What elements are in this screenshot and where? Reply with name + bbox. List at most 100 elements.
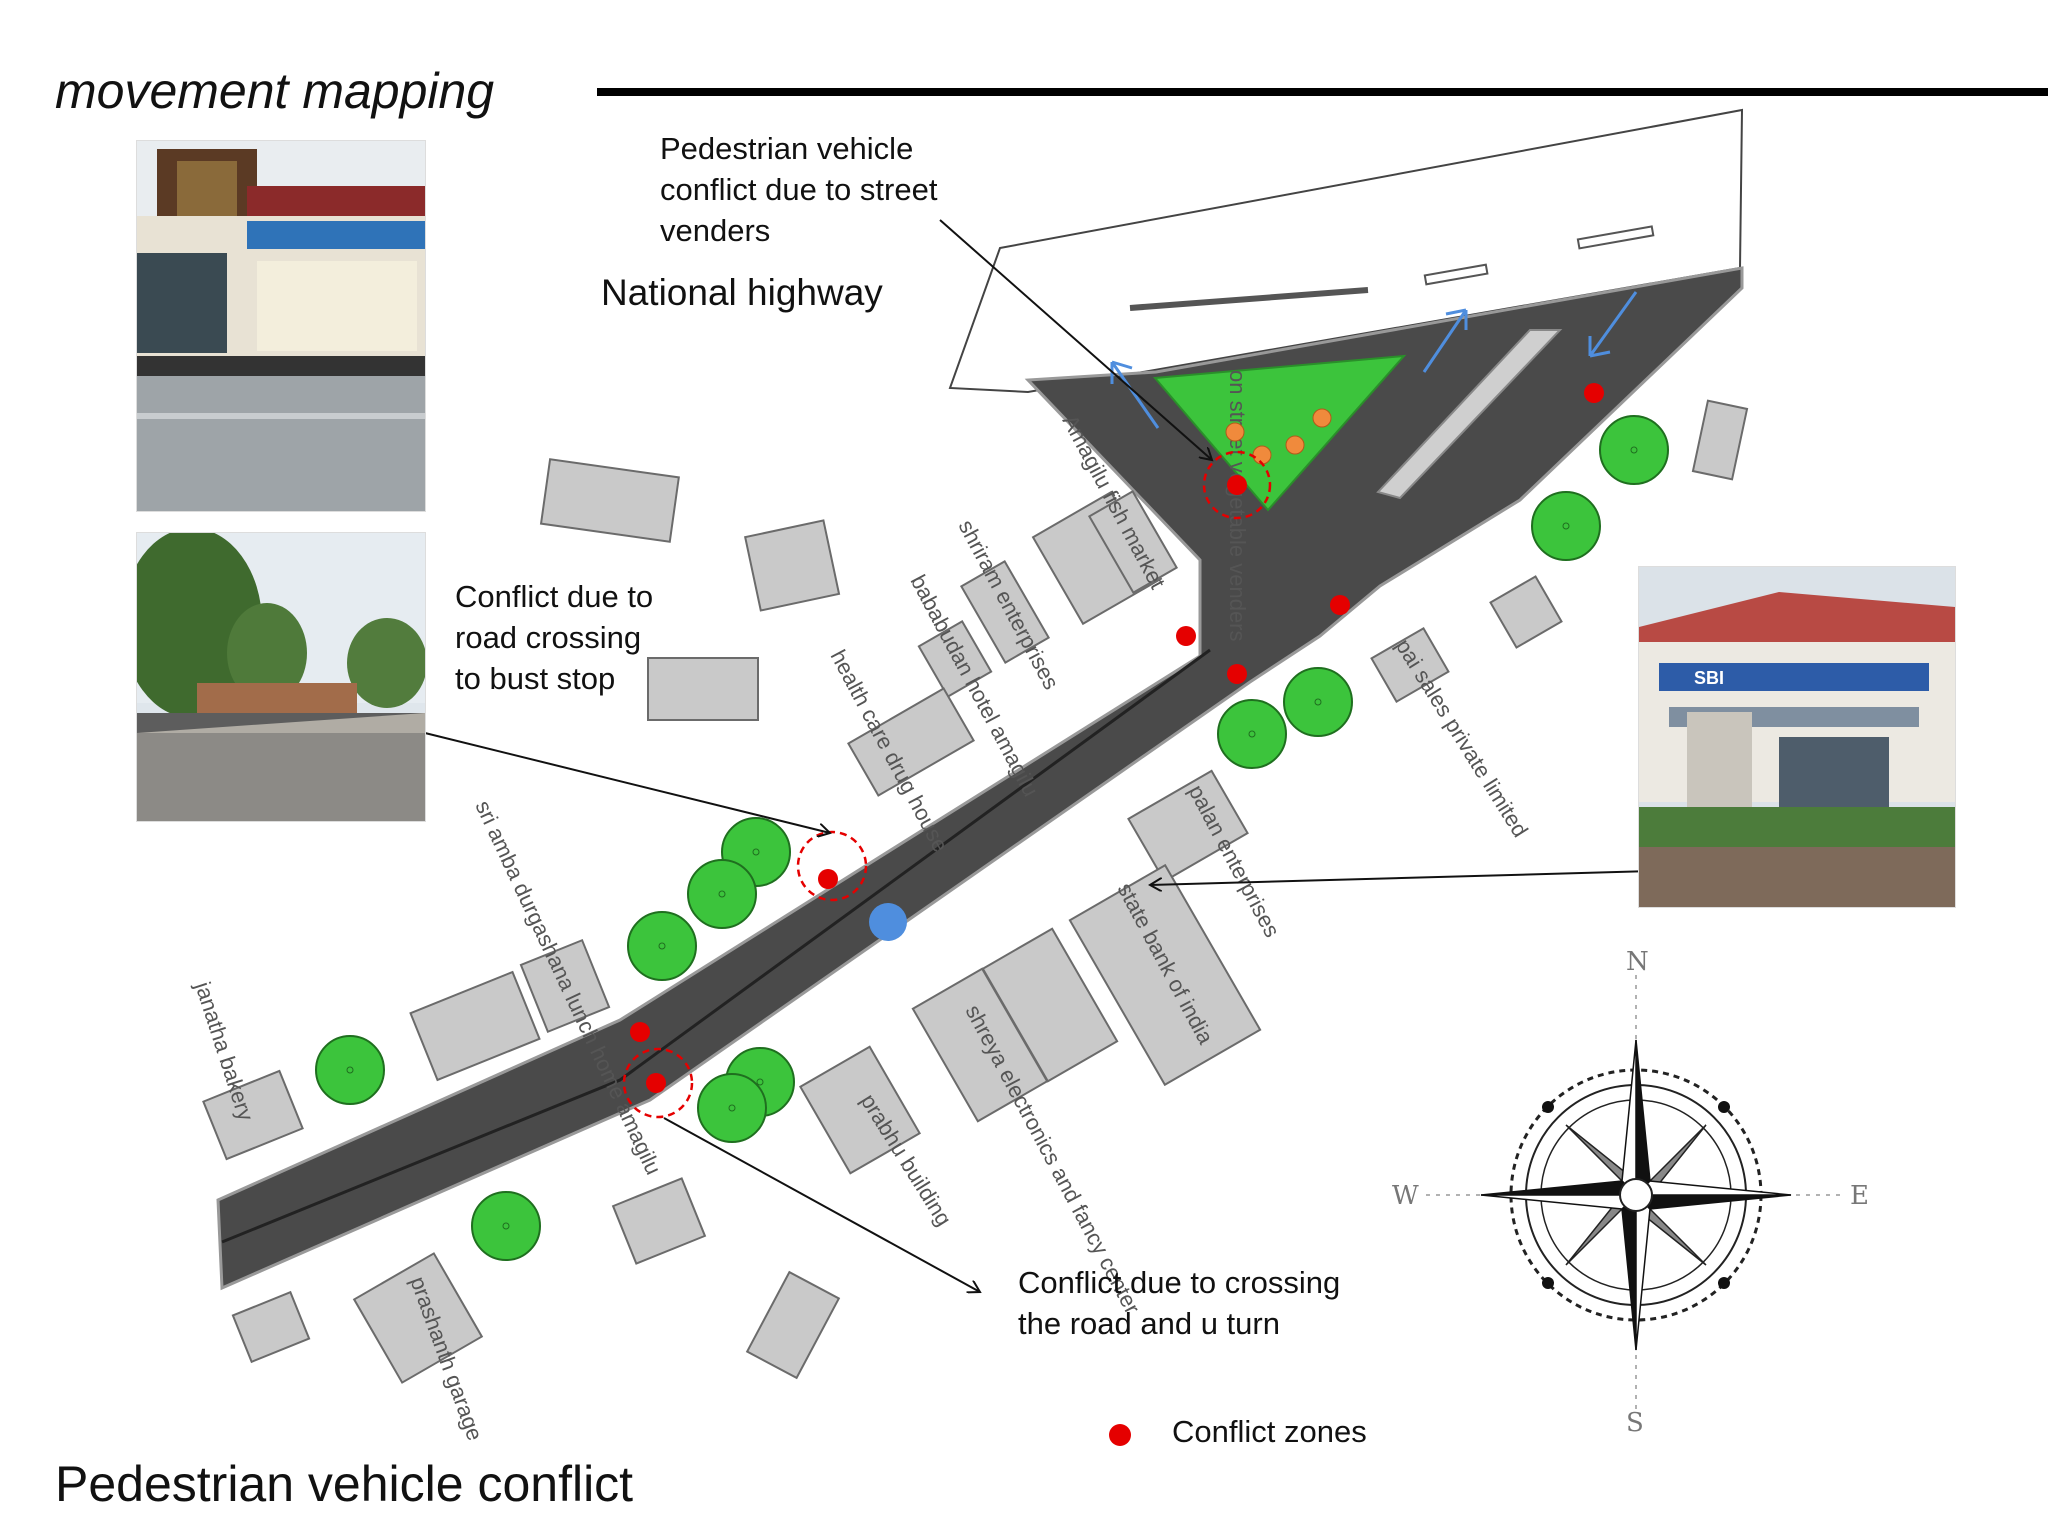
conflict-dot: [630, 1022, 650, 1042]
legend-conflict-dot: [1109, 1424, 1131, 1446]
annotation-line: to bust stop: [455, 661, 616, 696]
annotation-street-vendors: Pedestrian vehicle conflict due to stree…: [660, 128, 937, 251]
vendor-dot: [1312, 408, 1332, 428]
building: [647, 657, 759, 721]
conflict-dot: [1584, 383, 1604, 403]
tree: [1283, 667, 1353, 737]
page-heading: movement mapping: [55, 63, 495, 119]
highway-lane-mark: [1423, 263, 1489, 286]
building: [231, 1290, 311, 1364]
annotation-line: road crossing: [455, 620, 642, 655]
photo-street-view-image: [137, 533, 425, 821]
conflict-zones: [630, 383, 1604, 1093]
leader-lines: [424, 219, 1691, 1292]
tree-trunk-mark: [718, 890, 726, 898]
compass-west-label: W: [1392, 1181, 1419, 1211]
conflict-highlight-circle: [1202, 450, 1272, 520]
leader-line-bus-stop: [424, 732, 830, 833]
conflict-dot: [646, 1073, 666, 1093]
conflict-dot: [1330, 595, 1350, 615]
tree-trunk-mark: [502, 1222, 510, 1230]
highway-carriageway: [948, 108, 1744, 394]
traffic-arrow: [1588, 291, 1638, 358]
leader-line-sbi: [1150, 869, 1691, 885]
tree-trunk-mark: [1248, 730, 1256, 738]
tree: [697, 1073, 767, 1143]
highway-label: National highway: [601, 272, 883, 313]
leader-line-u-turn: [663, 1117, 980, 1292]
tree-trunk-mark: [1314, 698, 1322, 706]
building: [917, 620, 993, 698]
photo-street-view: [136, 532, 426, 822]
tree: [687, 859, 757, 929]
vendor-markers: [1225, 408, 1332, 465]
building: [539, 458, 680, 543]
tree: [1217, 699, 1287, 769]
building: [519, 938, 611, 1034]
bottom-title: Pedestrian vehicle conflict: [55, 1456, 634, 1512]
tree: [315, 1035, 385, 1105]
annotation-line: Conflict due to: [455, 579, 654, 614]
vendor-dot: [1225, 422, 1245, 442]
bus-stop-marker: [869, 903, 907, 941]
compass-ring-dot: [1542, 1277, 1554, 1289]
compass-south-label: S: [1626, 1408, 1644, 1438]
tree-trunk-mark: [752, 848, 760, 856]
compass-north-label: N: [1626, 947, 1649, 977]
conflict-dot: [818, 869, 838, 889]
tree-trunk-mark: [1630, 446, 1638, 454]
trees: [315, 415, 1669, 1261]
road-center-line: [221, 648, 1211, 1244]
map-label-street-vendors: on street vegetable venders: [1225, 370, 1250, 642]
photo-bus-shelter-image: [137, 141, 425, 511]
highway-lane-mark: [1576, 225, 1655, 250]
annotation-line: Pedestrian vehicle: [660, 131, 914, 166]
map-label-pai-sales: pai sales private limited: [1391, 634, 1533, 841]
photo-bus-shelter: [136, 140, 426, 512]
tree-trunk-mark: [728, 1104, 736, 1112]
annotation-line: conflict due to street: [660, 172, 938, 207]
tree-trunk-mark: [658, 942, 666, 950]
annotation-u-turn: Conflict due to crossing the road and u …: [1018, 1262, 1340, 1344]
building: [1370, 626, 1450, 704]
building: [1087, 490, 1179, 594]
conflict-dot: [1176, 626, 1196, 646]
tree-trunk-mark: [756, 1078, 764, 1086]
building: [1489, 575, 1563, 649]
annotation-line: venders: [660, 213, 771, 248]
photo-sbi-building-image: SBI: [1639, 567, 1955, 907]
conflict-highlight-circle: [622, 1047, 694, 1119]
slip-road-divider: [1376, 329, 1563, 500]
legend-conflict-zones: Conflict zones: [1172, 1414, 1367, 1449]
annotation-line: the road and u turn: [1018, 1306, 1280, 1341]
compass-east-label: E: [1850, 1181, 1869, 1211]
annotation-bus-stop: Conflict due to road crossing to bust st…: [455, 576, 653, 699]
vendor-dot: [1285, 435, 1305, 455]
compass-center: [1619, 1178, 1653, 1212]
building: [352, 1252, 484, 1384]
building: [1691, 399, 1749, 481]
building: [202, 1069, 304, 1161]
main-road: [216, 266, 1744, 1291]
compass-ring-dot: [1718, 1277, 1730, 1289]
photo-sbi-building: SBI: [1638, 566, 1956, 908]
building: [743, 519, 841, 612]
leader-line-street-vendors: [939, 219, 1212, 460]
building: [1068, 863, 1262, 1087]
vendor-dot: [1252, 445, 1272, 465]
buildings: [202, 399, 1749, 1384]
tree-trunk-mark: [346, 1066, 354, 1074]
compass-ring-dot: [1718, 1101, 1730, 1113]
compass-diagonal-points: [1565, 1124, 1707, 1266]
traffic-arrow: [1422, 308, 1468, 373]
tree: [1531, 491, 1601, 561]
photo-sbi-sign-text: SBI: [1694, 668, 1724, 688]
conflict-dot: [1227, 664, 1247, 684]
building: [745, 1270, 841, 1380]
conflict-highlight-circle: [796, 830, 868, 902]
conflict-highlights: [622, 450, 1272, 1119]
building: [409, 970, 541, 1082]
conflict-dot: [1227, 475, 1247, 495]
